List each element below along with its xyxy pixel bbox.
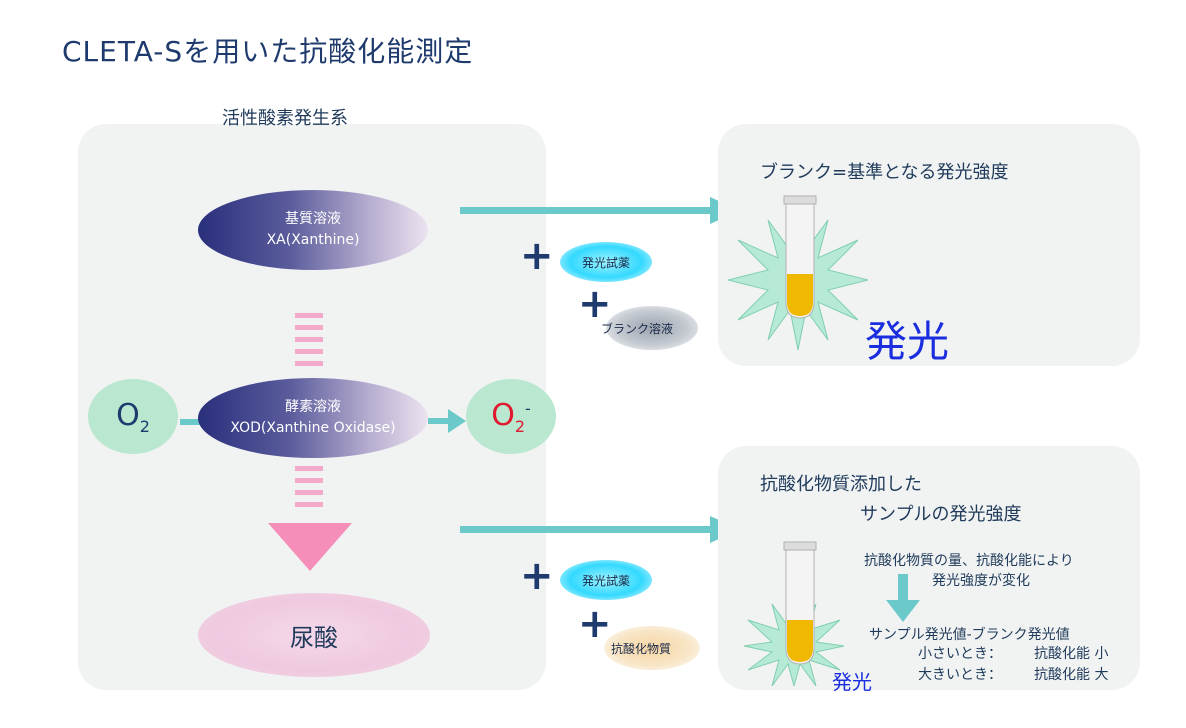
sample-panel-title-line2: サンプルの発光強度 — [860, 504, 1022, 525]
enzyme-to-radical-arrow — [428, 409, 466, 433]
bottom-plus-2: + — [578, 601, 612, 647]
pink-dashed-connector-bottom — [295, 466, 323, 516]
sample-panel-title-line1: 抗酸化物質添加した — [760, 474, 922, 495]
enzyme-ellipse: 酵素溶液 XOD(Xanthine Oxidase) — [198, 378, 428, 458]
bottom-plus-1: + — [520, 553, 554, 599]
bottom-reagent-label: 発光試薬 — [581, 573, 630, 588]
top-path-arrow — [460, 197, 740, 224]
pink-down-triangle — [268, 523, 352, 571]
sample-test-tube — [783, 541, 817, 665]
sample-down-arrow — [886, 574, 920, 622]
top-reagent-glow: 発光試薬 — [560, 242, 652, 282]
large-case-value: 抗酸化能 大 — [1034, 667, 1109, 683]
large-case-label: 大きいとき： — [918, 667, 1002, 683]
blank-panel-title: ブランク=基準となる発光強度 — [760, 162, 1009, 183]
top-plus-1: + — [520, 233, 554, 279]
o2-symbol: O2 — [116, 397, 150, 436]
o2-to-enzyme-arrow — [180, 419, 206, 425]
enzyme-name: 酵素溶液 — [285, 399, 341, 415]
reactive-oxygen-label: 活性酸素発生系 — [222, 108, 348, 129]
small-case-label: 小さいとき： — [918, 646, 1002, 662]
o2-circle: O2 — [88, 379, 178, 454]
sample-formula: サンプル発光値-ブランク発光値 — [869, 627, 1070, 643]
superoxide-symbol: O2- — [491, 397, 531, 436]
bottom-reagent-glow: 発光試薬 — [560, 560, 652, 600]
enzyme-sub: XOD(Xanthine Oxidase) — [230, 420, 396, 436]
blank-solution-glow — [606, 306, 698, 350]
superoxide-circle: O2- — [466, 379, 556, 454]
substrate-sub: XA(Xanthine) — [266, 232, 360, 248]
sample-note-line2: 発光強度が変化 — [932, 573, 1030, 589]
sample-emission-label: 発光 — [832, 670, 872, 694]
page-title: CLETA-Sを用いた抗酸化能測定 — [62, 35, 474, 68]
bottom-path-arrow — [460, 516, 740, 543]
antioxidant-label: 抗酸化物質 — [611, 642, 672, 656]
substrate-ellipse: 基質溶液 XA(Xanthine) — [198, 190, 428, 270]
antioxidant-glow — [604, 626, 700, 670]
blank-solution-label: ブランク溶液 — [601, 322, 674, 336]
small-case-value: 抗酸化能 小 — [1034, 646, 1109, 662]
sample-note-line1: 抗酸化物質の量、抗酸化能により — [864, 553, 1074, 569]
blank-test-tube — [783, 195, 817, 319]
uric-acid-ellipse: 尿酸 — [198, 593, 430, 677]
substrate-name: 基質溶液 — [285, 211, 341, 227]
pink-dashed-connector-top — [295, 313, 323, 375]
top-reagent-label: 発光試薬 — [581, 255, 630, 270]
top-plus-2: + — [578, 281, 612, 327]
uric-acid-label: 尿酸 — [290, 623, 338, 652]
blank-emission-label: 発光 — [865, 317, 950, 366]
